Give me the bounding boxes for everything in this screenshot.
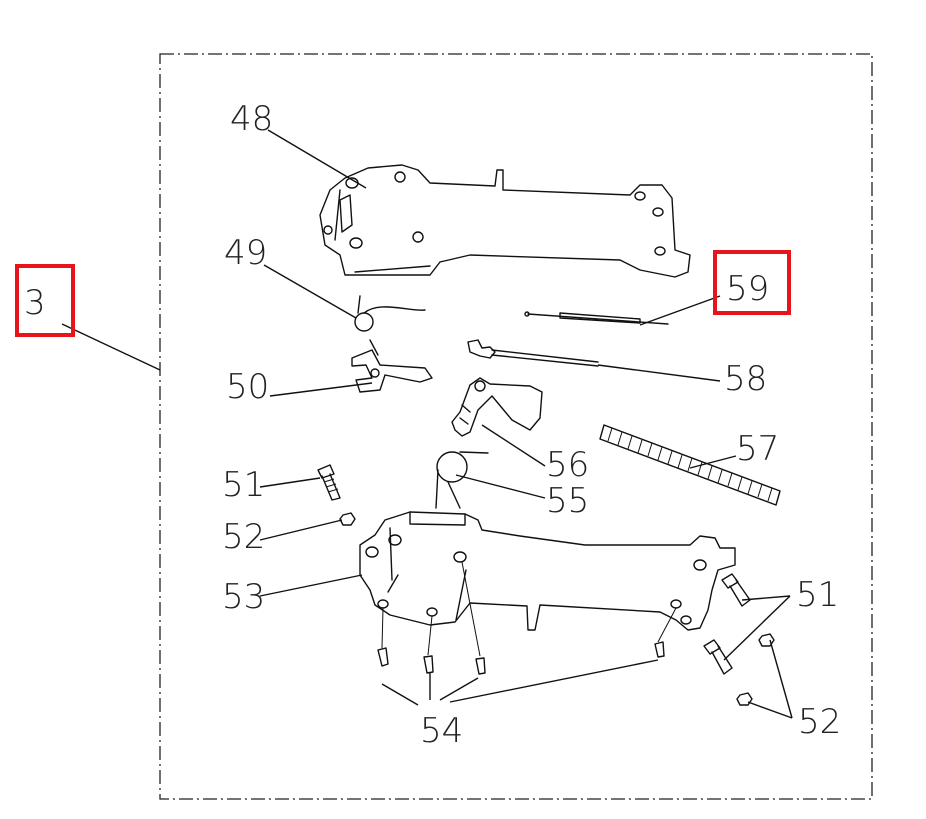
callout-52-right: 52	[798, 702, 841, 742]
part-56-trigger	[451, 377, 543, 437]
part-57-grip-strip	[599, 424, 781, 506]
callout-51-left: 51	[222, 465, 265, 505]
leader-lines	[61, 129, 793, 719]
callout-56: 56	[546, 445, 589, 485]
callout-58: 58	[724, 359, 767, 399]
callout-3: 3	[24, 283, 46, 323]
callout-52-left: 52	[222, 517, 265, 557]
callout-48: 48	[230, 99, 273, 139]
part-49-spring	[354, 295, 426, 332]
callout-51-right: 51	[796, 575, 839, 615]
part-55-ball	[435, 451, 489, 509]
callout-53: 53	[222, 577, 265, 617]
part-52-nut-left	[339, 512, 356, 526]
part-51-bolt-left	[317, 464, 341, 501]
part-48-upper-handle	[319, 164, 691, 278]
part-54-screws	[377, 561, 677, 675]
part-50-lever	[351, 339, 433, 393]
part-51-bolts-right	[703, 573, 751, 675]
assembly-frame	[159, 53, 873, 800]
callout-54: 54	[420, 711, 463, 751]
highlight-box-callout-3	[15, 264, 75, 337]
part-53-lower-handle	[359, 511, 736, 631]
callout-50: 50	[226, 367, 269, 407]
callout-49: 49	[224, 233, 267, 273]
part-59-cable	[524, 311, 669, 325]
callout-59: 59	[726, 269, 769, 309]
callout-57: 57	[736, 429, 779, 469]
part-52-nuts-right	[736, 633, 775, 706]
callout-55: 55	[546, 481, 589, 521]
highlight-box-callout-59	[713, 250, 791, 315]
part-58-throttle-rod	[467, 339, 599, 367]
